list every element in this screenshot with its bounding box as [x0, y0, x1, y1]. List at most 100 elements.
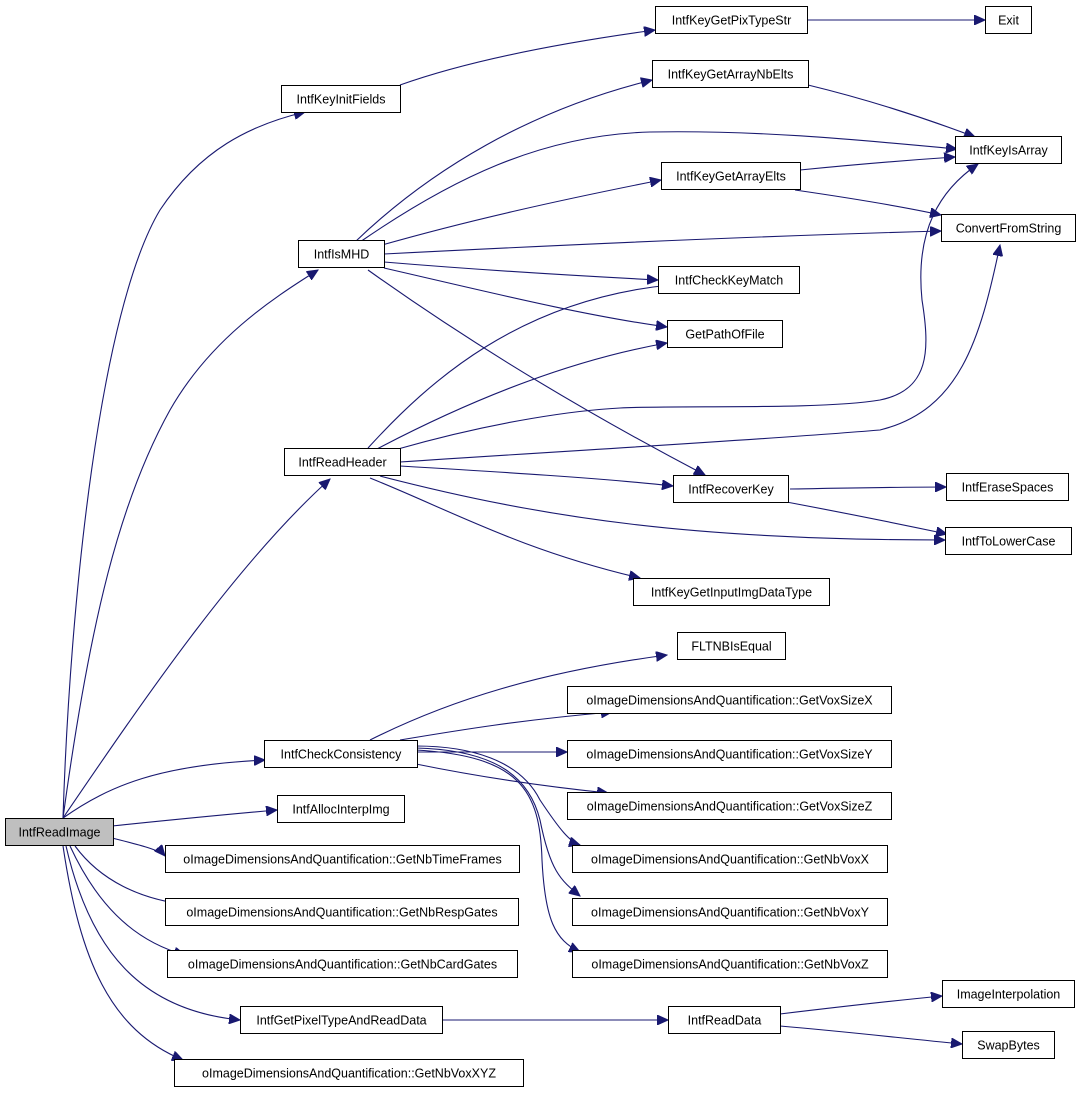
edge-n18-n27 [415, 749, 580, 952]
node-label: FLTNBIsEqual [691, 640, 771, 654]
edge-n18-n17 [399, 712, 612, 741]
node-label: IntfEraseSpaces [962, 481, 1054, 495]
node-intf-key-get-array-nb-elts[interactable]: IntfKeyGetArrayNbElts [652, 60, 809, 88]
edge-n11-n15 [369, 477, 640, 578]
node-o-image-dimensions-and-quantification-get-nb-vox-x[interactable]: oImageDimensionsAndQuantification::GetNb… [572, 845, 888, 873]
node-label: SwapBytes [977, 1039, 1040, 1053]
node-label: oImageDimensionsAndQuantification::GetVo… [586, 694, 873, 708]
edge-n11-n9 [367, 285, 670, 449]
edge-n7-n5 [359, 131, 957, 243]
node-o-image-dimensions-and-quantification-get-nb-card-gates[interactable]: oImageDimensionsAndQuantification::GetNb… [167, 950, 518, 978]
edge-n12-n14 [764, 497, 947, 534]
node-o-image-dimensions-and-quantification-get-nb-vox-y[interactable]: oImageDimensionsAndQuantification::GetNb… [572, 898, 888, 926]
node-label: IntfKeyGetPixTypeStr [672, 14, 792, 28]
node-box [667, 320, 783, 348]
node-intf-key-get-pix-type-str[interactable]: IntfKeyGetPixTypeStr [655, 6, 808, 34]
node-label: IntfCheckKeyMatch [675, 274, 783, 288]
node-intf-is-mhd[interactable]: IntfIsMHD [298, 240, 385, 268]
node-label: IntfReadData [688, 1014, 762, 1028]
node-box [655, 6, 808, 34]
edge-root-n29 [65, 845, 240, 1020]
node-label: IntfReadImage [19, 826, 101, 840]
node-label: IntfCheckConsistency [281, 748, 403, 762]
node-box [165, 845, 520, 873]
node-label: IntfKeyIsArray [969, 144, 1048, 158]
node-image-interpolation[interactable]: ImageInterpolation [942, 980, 1075, 1008]
node-intf-erase-spaces[interactable]: IntfEraseSpaces [946, 473, 1069, 501]
node-o-image-dimensions-and-quantification-get-nb-vox-z[interactable]: oImageDimensionsAndQuantification::GetNb… [572, 950, 888, 978]
node-label: oImageDimensionsAndQuantification::GetNb… [591, 853, 870, 867]
edge-n11-n5 [397, 164, 978, 450]
edge-n6-n5 [799, 157, 955, 171]
node-box [281, 85, 401, 113]
node-o-image-dimensions-and-quantification-get-vox-size-z[interactable]: oImageDimensionsAndQuantification::GetVo… [567, 792, 892, 820]
edge-root-n22 [111, 837, 165, 856]
node-o-image-dimensions-and-quantification-get-vox-size-x[interactable]: oImageDimensionsAndQuantification::GetVo… [567, 686, 892, 714]
node-box [264, 740, 418, 768]
node-intf-get-pixel-type-and-read-data[interactable]: IntfGetPixelTypeAndReadData [240, 1006, 443, 1034]
edge-root-n11 [62, 479, 330, 819]
node-intf-read-data[interactable]: IntfReadData [668, 1006, 781, 1034]
edge-root-n32 [62, 845, 183, 1060]
node-intf-check-consistency[interactable]: IntfCheckConsistency [264, 740, 418, 768]
node-intf-recover-key[interactable]: IntfRecoverKey [673, 475, 789, 503]
node-label: IntfKeyGetArrayElts [676, 170, 786, 184]
edge-n30-n28 [779, 996, 942, 1015]
node-label: oImageDimensionsAndQuantification::GetVo… [586, 748, 873, 762]
node-box [955, 136, 1062, 164]
edge-n18-n16 [369, 655, 667, 741]
node-label: oImageDimensionsAndQuantification::GetVo… [587, 800, 873, 814]
node-convert-from-string[interactable]: ConvertFromString [941, 214, 1076, 242]
node-box [572, 845, 888, 873]
node-label: Exit [998, 14, 1019, 28]
node-label: IntfGetPixelTypeAndReadData [256, 1014, 426, 1028]
node-box [673, 475, 789, 503]
node-box [567, 740, 892, 768]
node-o-image-dimensions-and-quantification-get-nb-vox-xyz[interactable]: oImageDimensionsAndQuantification::GetNb… [174, 1059, 524, 1087]
edge-n7-n6 [381, 180, 661, 246]
node-get-path-of-file[interactable]: GetPathOfFile [667, 320, 783, 348]
node-box [298, 240, 385, 268]
edge-n11-n8 [399, 245, 1000, 463]
node-intf-key-is-array[interactable]: IntfKeyIsArray [955, 136, 1062, 164]
node-label: oImageDimensionsAndQuantification::GetNb… [591, 958, 869, 972]
node-o-image-dimensions-and-quantification-get-vox-size-y[interactable]: oImageDimensionsAndQuantification::GetVo… [567, 740, 892, 768]
node-box [668, 1006, 781, 1034]
node-label: ImageInterpolation [957, 988, 1061, 1002]
node-exit[interactable]: Exit [985, 6, 1032, 34]
node-o-image-dimensions-and-quantification-get-nb-resp-gates[interactable]: oImageDimensionsAndQuantification::GetNb… [165, 898, 519, 926]
node-box [652, 60, 809, 88]
edge-n6-n8 [794, 189, 941, 215]
node-intf-alloc-interp-img[interactable]: IntfAllocInterpImg [277, 795, 405, 823]
node-o-image-dimensions-and-quantification-get-nb-time-frames[interactable]: oImageDimensionsAndQuantification::GetNb… [165, 845, 520, 873]
node-fltnbis-equal[interactable]: FLTNBIsEqual [677, 632, 786, 660]
node-intf-read-image[interactable]: IntfReadImage [5, 818, 114, 846]
node-box [165, 898, 519, 926]
node-swap-bytes[interactable]: SwapBytes [962, 1031, 1055, 1059]
node-intf-key-init-fields[interactable]: IntfKeyInitFields [281, 85, 401, 113]
edge-root-n21 [111, 810, 277, 827]
edge-root-n18 [62, 760, 265, 819]
node-intf-key-get-input-img-data-type[interactable]: IntfKeyGetInputImgDataType [633, 578, 830, 606]
node-box [946, 473, 1069, 501]
node-box [567, 792, 892, 820]
node-box [572, 898, 888, 926]
edge-n11-n12 [399, 465, 673, 486]
node-intf-check-key-match[interactable]: IntfCheckKeyMatch [658, 266, 800, 294]
node-box [167, 950, 518, 978]
node-label: IntfKeyGetArrayNbElts [668, 68, 794, 82]
edge-root-n7 [62, 270, 318, 819]
node-label: oImageDimensionsAndQuantification::GetNb… [186, 906, 497, 920]
edge-n4-n5 [807, 84, 975, 137]
node-intf-to-lower-case[interactable]: IntfToLowerCase [945, 527, 1072, 555]
node-intf-key-get-array-elts[interactable]: IntfKeyGetArrayElts [661, 162, 801, 190]
edge-n12-n13 [789, 487, 946, 489]
edge-n18-n20 [415, 763, 608, 793]
edge-n11-n10 [374, 343, 667, 451]
node-label: IntfToLowerCase [962, 535, 1056, 549]
edge-n11-n14 [379, 475, 945, 540]
node-box [945, 527, 1072, 555]
node-intf-read-header[interactable]: IntfReadHeader [284, 448, 401, 476]
node-box [677, 632, 786, 660]
